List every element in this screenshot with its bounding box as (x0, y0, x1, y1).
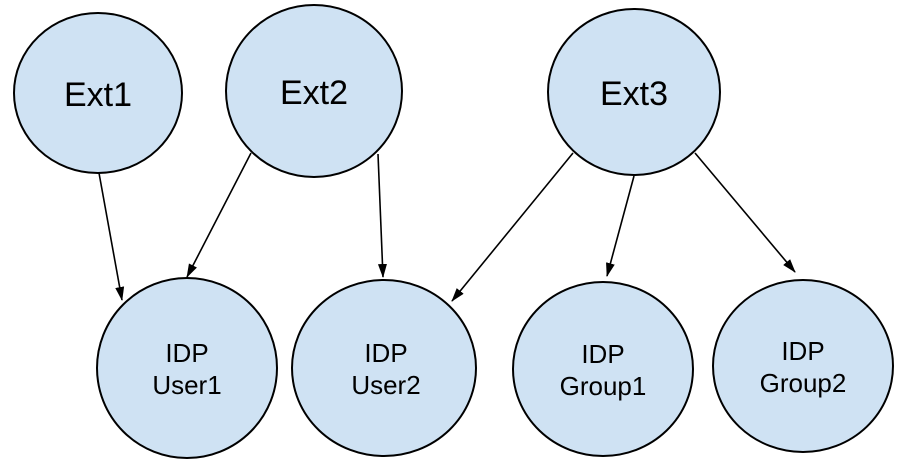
edge-ext3-to-idp-user2 (451, 152, 574, 302)
node-ext2: Ext2 (225, 4, 403, 178)
node-idp-user2-circle (291, 279, 477, 457)
node-idp-group1: IDP Group1 (512, 281, 694, 457)
edge-ext3-to-idp-group1 (606, 175, 635, 277)
node-idp-user2-label-line2: User2 (351, 370, 420, 400)
node-idp-user1-circle (96, 277, 278, 459)
node-ext2-label: Ext2 (280, 74, 348, 112)
node-idp-user1: IDP User1 (96, 277, 278, 459)
node-idp-group2: IDP Group2 (712, 279, 894, 453)
node-idp-user2: IDP User2 (291, 279, 477, 457)
node-idp-group1-label-line2: Group1 (560, 371, 647, 401)
edges-group (98, 152, 796, 302)
node-ext1-circle (13, 12, 183, 174)
node-ext1: Ext1 (13, 12, 183, 174)
node-idp-group2-label-line1: IDP (781, 336, 824, 366)
node-ext3: Ext3 (547, 8, 721, 176)
node-idp-user1-label-line1: IDP (165, 338, 208, 368)
node-ext3-label: Ext3 (600, 75, 668, 113)
edge-ext1-to-idp-user1 (98, 172, 125, 301)
node-idp-group1-circle (512, 281, 694, 457)
node-idp-group2-label-line2: Group2 (760, 368, 847, 398)
node-ext2-circle (225, 4, 403, 178)
node-idp-group2-circle (712, 279, 894, 453)
node-ext3-circle (547, 8, 721, 176)
node-ext1-label: Ext1 (64, 76, 132, 114)
node-idp-user2-label-line1: IDP (364, 338, 407, 368)
edge-ext3-to-idp-group2 (694, 152, 796, 273)
node-idp-group1-label-line1: IDP (581, 339, 624, 369)
edge-ext2-to-idp-user2 (377, 153, 387, 278)
node-idp-user1-label-line2: User1 (152, 370, 221, 400)
edge-ext2-to-idp-user1 (186, 152, 252, 278)
